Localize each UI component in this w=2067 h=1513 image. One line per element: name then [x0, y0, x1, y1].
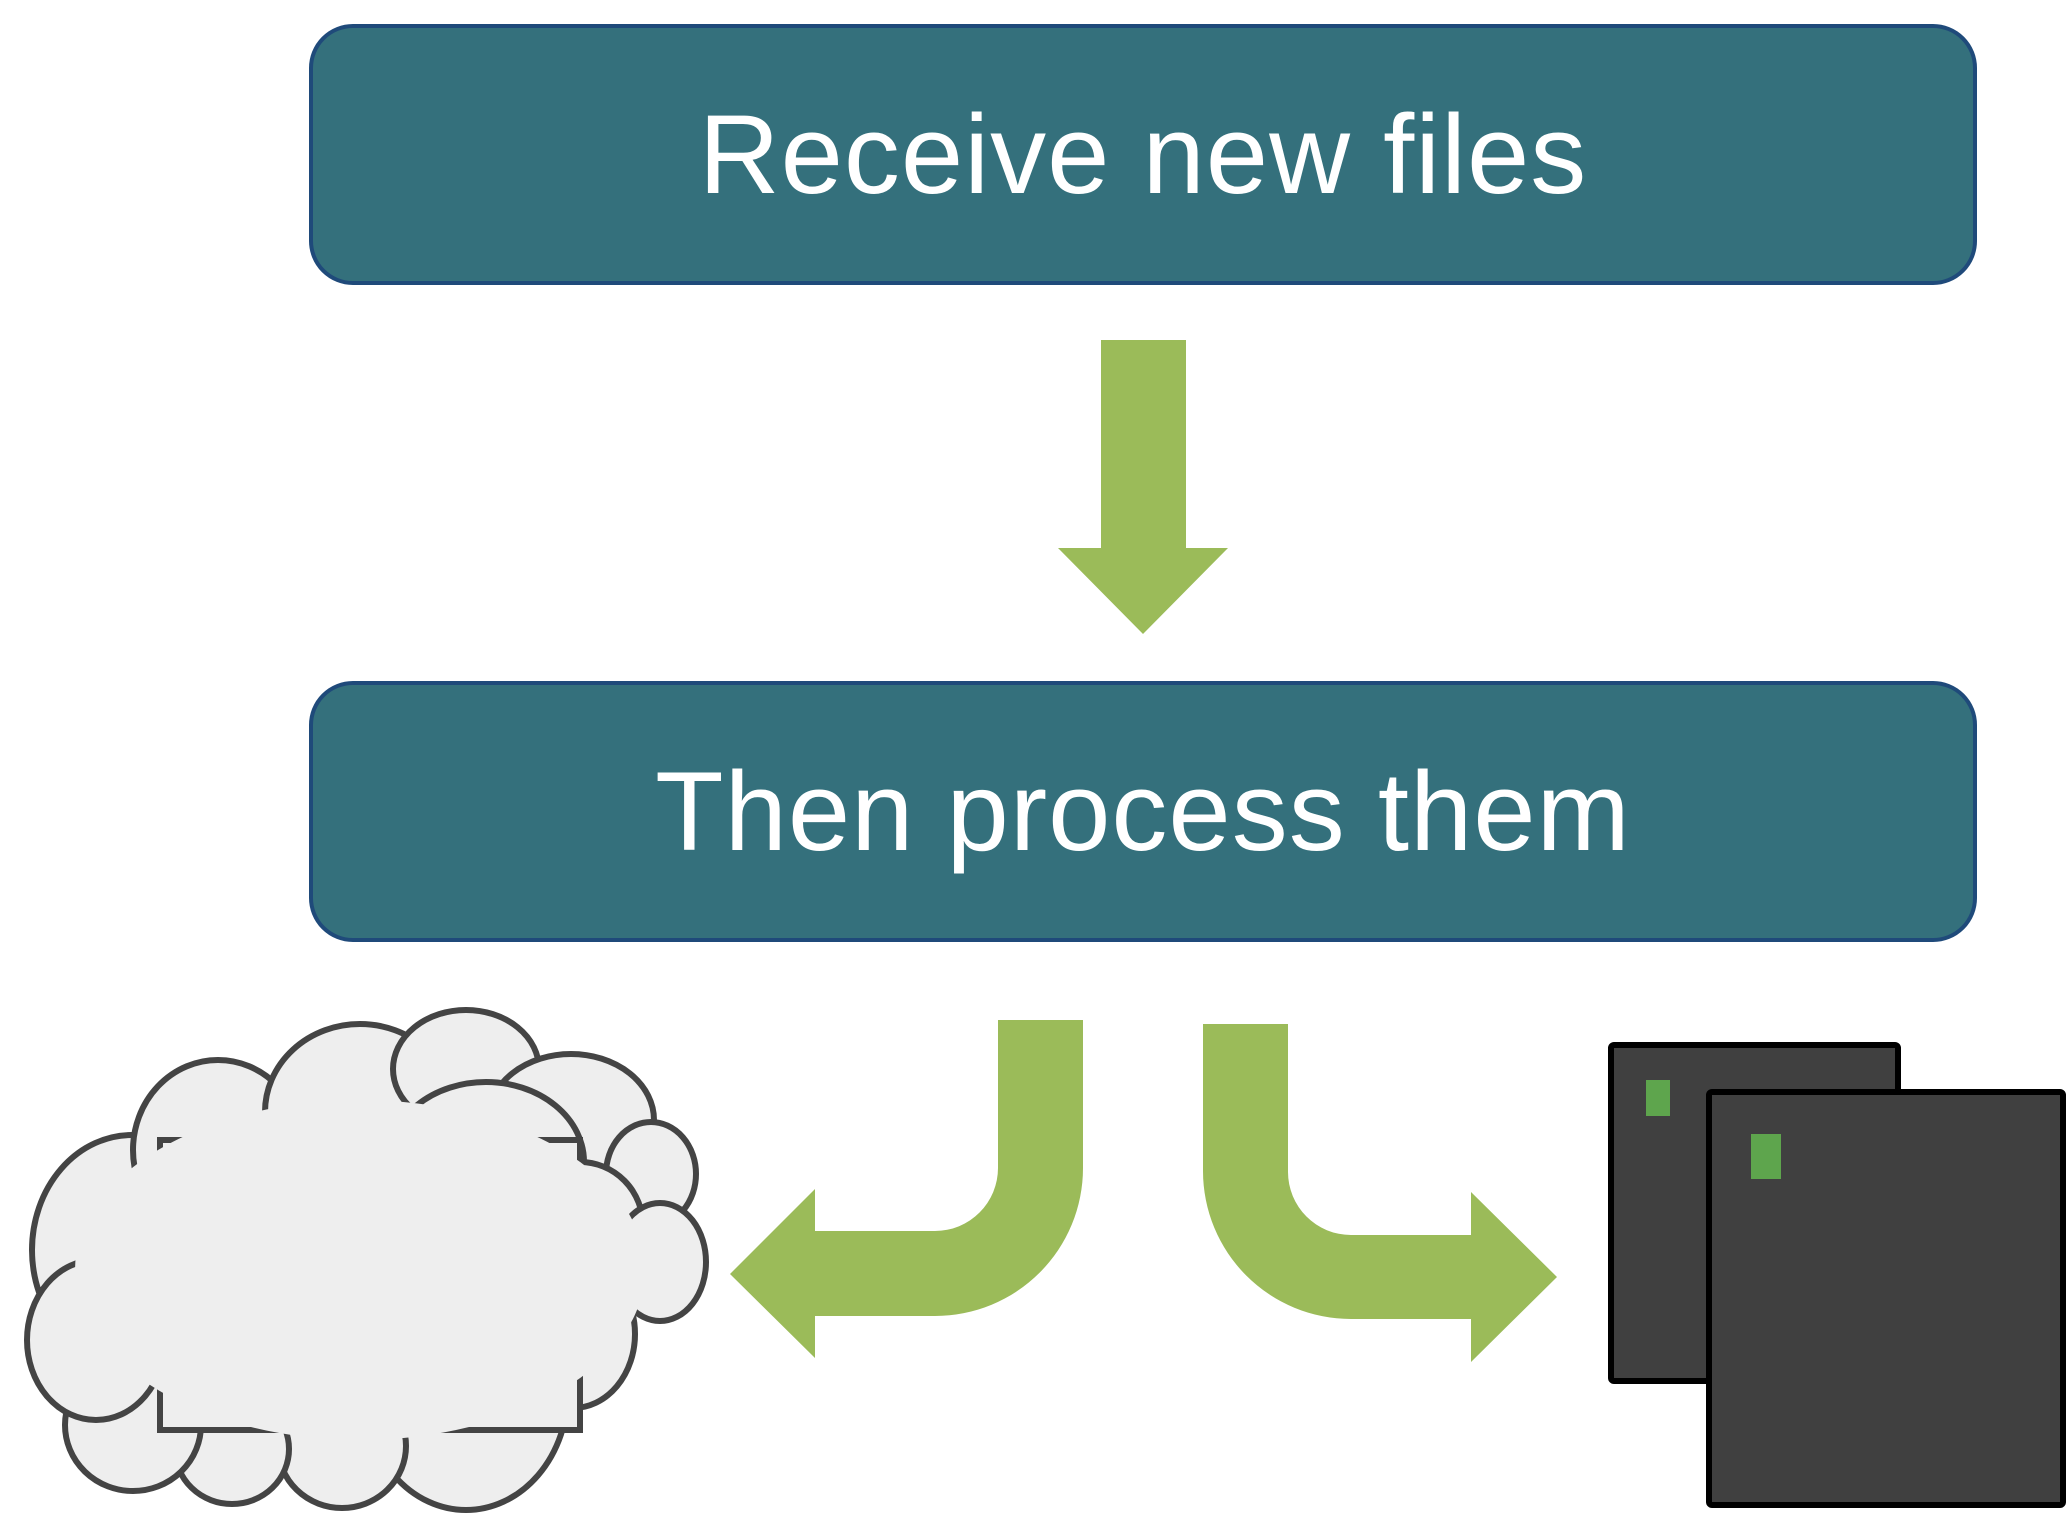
back-window-indicator — [1646, 1080, 1670, 1116]
step-box-receive: Receive new files — [309, 24, 1977, 285]
step-box-process: Then process them — [309, 681, 1977, 942]
bent-arrow-left-icon — [730, 1020, 1083, 1358]
front-window — [1706, 1089, 2066, 1508]
bent-arrow-right-icon — [1203, 1024, 1557, 1362]
cloud-icon — [24, 1007, 709, 1513]
arrow-down-icon — [1058, 340, 1228, 634]
cloud-core — [75, 1100, 645, 1440]
stacked-windows-icon — [1608, 1042, 2066, 1508]
front-window-indicator — [1751, 1134, 1781, 1179]
step-label-process: Then process them — [655, 748, 1631, 874]
step-label-receive: Receive new files — [698, 91, 1588, 217]
